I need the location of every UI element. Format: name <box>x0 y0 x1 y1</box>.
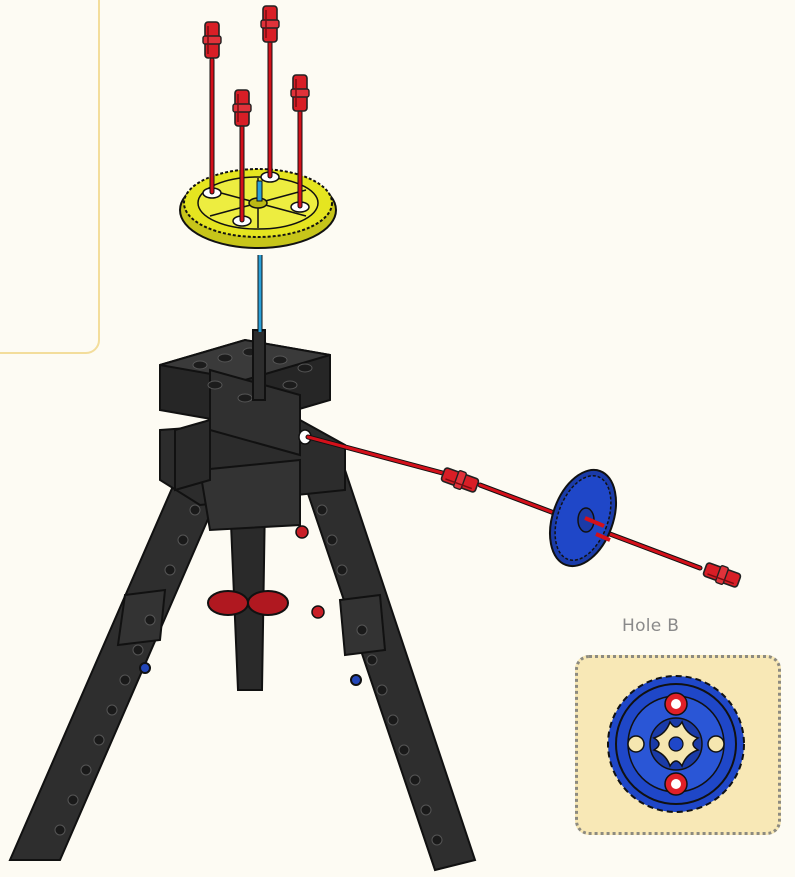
tripod-legs <box>10 470 475 870</box>
yellow-turntable-gear <box>180 169 336 248</box>
hole-b-label: Hole B <box>622 616 679 636</box>
blue-gear-detail <box>578 658 778 832</box>
hole-b-inset <box>575 655 781 835</box>
red-connector-pins <box>203 6 309 126</box>
blue-side-gear <box>538 461 629 575</box>
red-small-gears <box>208 526 324 618</box>
